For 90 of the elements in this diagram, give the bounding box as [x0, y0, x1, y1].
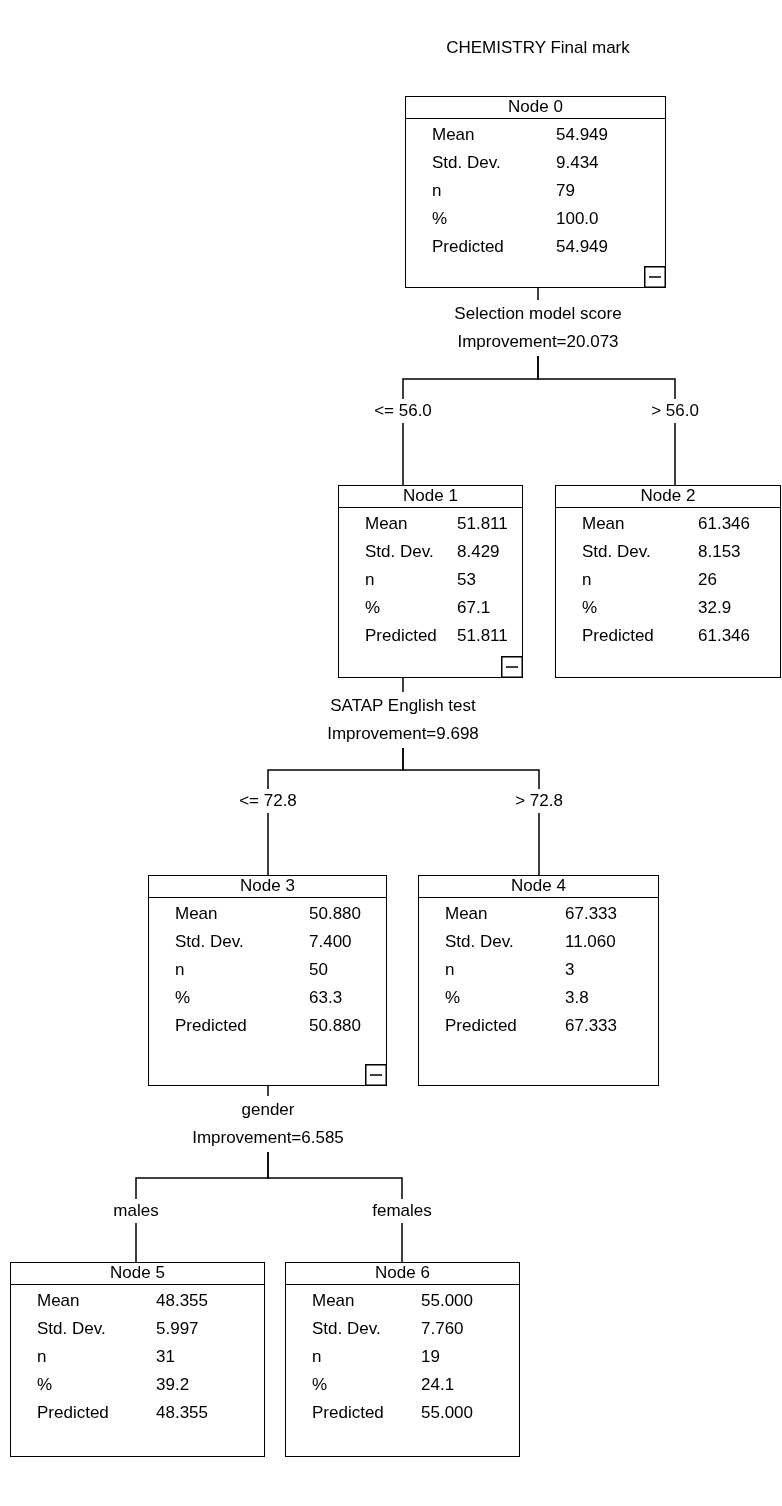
statistic-name: % — [365, 597, 381, 619]
tree-node-box — [418, 875, 659, 1086]
statistic-value: 100.0 — [556, 208, 599, 230]
statistic-value: 79 — [556, 180, 575, 202]
tree-title: CHEMISTRY Final mark — [445, 37, 631, 59]
statistic-name: Mean — [582, 513, 625, 535]
statistic-value: 55.000 — [421, 1290, 473, 1312]
tree-node-box — [285, 1262, 520, 1457]
statistic-name: n — [365, 569, 375, 591]
statistic-name: Mean — [37, 1290, 80, 1312]
statistic-name: Mean — [312, 1290, 355, 1312]
statistic-name: Mean — [175, 903, 218, 925]
statistic-name: % — [582, 597, 598, 619]
statistic-name: Std. Dev. — [365, 541, 434, 563]
statistic-value: 7.400 — [309, 931, 352, 953]
tree-connector — [267, 1151, 403, 1263]
statistic-value: 3 — [565, 959, 575, 981]
statistic-name: % — [37, 1374, 53, 1396]
statistic-name: % — [445, 987, 461, 1009]
statistic-name: n — [582, 569, 592, 591]
statistic-name: Predicted — [312, 1402, 384, 1424]
statistic-name: % — [312, 1374, 328, 1396]
statistic-name: Std. Dev. — [582, 541, 651, 563]
node-heading: Node 4 — [511, 876, 566, 897]
statistic-name: n — [432, 180, 442, 202]
statistic-name: Std. Dev. — [445, 931, 514, 953]
statistic-name: Predicted — [432, 236, 504, 258]
statistic-value: 32.9 — [698, 597, 732, 619]
statistic-value: 3.8 — [565, 987, 589, 1009]
statistic-value: 8.153 — [698, 541, 741, 563]
statistic-value: 67.333 — [565, 903, 617, 925]
statistic-value: 31 — [156, 1346, 175, 1368]
tree-connector — [537, 287, 539, 301]
tree-node-box — [148, 875, 387, 1086]
statistic-value: 50.880 — [309, 903, 361, 925]
statistic-name: Predicted — [365, 625, 437, 647]
statistic-value: 67.1 — [457, 597, 491, 619]
tree-connector — [267, 1085, 269, 1097]
statistic-value: 48.355 — [156, 1290, 208, 1312]
statistic-value: 39.2 — [156, 1374, 190, 1396]
statistic-value: 55.000 — [421, 1402, 473, 1424]
statistic-name: Predicted — [445, 1015, 517, 1037]
node-heading: Node 3 — [240, 876, 295, 897]
statistic-name: Std. Dev. — [312, 1318, 381, 1340]
statistic-name: n — [312, 1346, 322, 1368]
statistic-value: 7.760 — [421, 1318, 464, 1340]
statistic-name: n — [445, 959, 455, 981]
statistic-value: 54.949 — [556, 124, 608, 146]
statistic-name: n — [175, 959, 185, 981]
node-heading: Node 0 — [508, 97, 563, 118]
node-heading: Node 1 — [403, 486, 458, 507]
statistic-name: Predicted — [37, 1402, 109, 1424]
tree-connector — [537, 355, 676, 486]
node-heading: Node 5 — [110, 1263, 165, 1284]
statistic-name: Mean — [365, 513, 408, 535]
statistic-value: 67.333 — [565, 1015, 617, 1037]
tree-node-box — [405, 96, 666, 288]
tree-node-box — [10, 1262, 265, 1457]
statistic-value: 61.346 — [698, 513, 750, 535]
statistic-value: 50 — [309, 959, 328, 981]
statistic-name: Mean — [432, 124, 475, 146]
statistic-value: 8.429 — [457, 541, 500, 563]
statistic-value: 51.811 — [457, 625, 508, 647]
statistic-name: n — [37, 1346, 47, 1368]
statistic-value: 53 — [457, 569, 476, 591]
tree-node-box — [555, 485, 781, 678]
statistic-value: 26 — [698, 569, 717, 591]
statistic-name: Std. Dev. — [37, 1318, 106, 1340]
statistic-value: 61.346 — [698, 625, 750, 647]
statistic-value: 63.3 — [309, 987, 343, 1009]
node-heading: Node 2 — [640, 486, 696, 507]
statistic-value: 5.997 — [156, 1318, 199, 1340]
statistic-value: 48.355 — [156, 1402, 208, 1424]
statistic-name: Mean — [445, 903, 488, 925]
statistic-value: 50.880 — [309, 1015, 361, 1037]
tree-connector — [402, 677, 404, 693]
statistic-value: 11.060 — [565, 931, 616, 953]
statistic-value: 51.811 — [457, 513, 508, 535]
tree-node-box — [338, 485, 523, 678]
statistic-value: 19 — [421, 1346, 440, 1368]
statistic-name: Predicted — [175, 1015, 247, 1037]
statistic-name: Std. Dev. — [175, 931, 244, 953]
statistic-name: Std. Dev. — [432, 152, 501, 174]
statistic-name: % — [432, 208, 448, 230]
statistic-value: 9.434 — [556, 152, 599, 174]
node-heading: Node 6 — [375, 1263, 430, 1284]
statistic-name: Predicted — [582, 625, 654, 647]
statistic-value: 54.949 — [556, 236, 608, 258]
statistic-name: % — [175, 987, 191, 1009]
statistic-value: 24.1 — [421, 1374, 455, 1396]
